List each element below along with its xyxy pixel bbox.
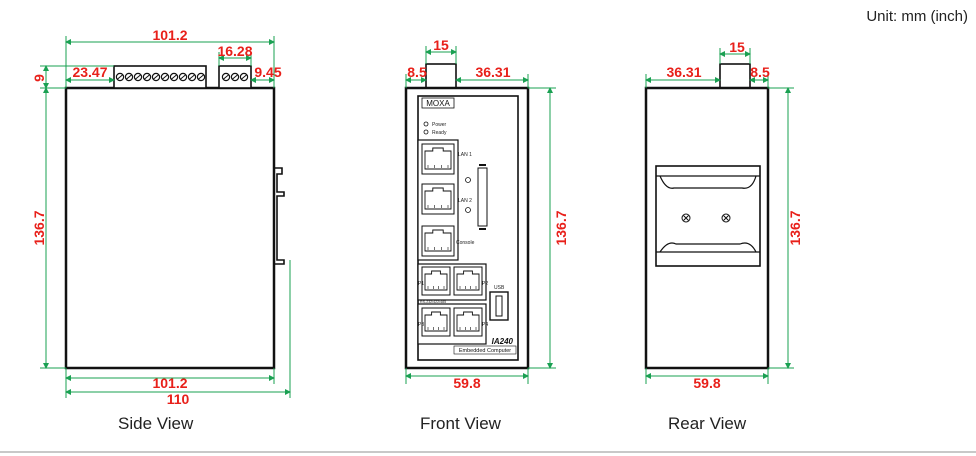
reset-button: [465, 177, 471, 183]
rear-right-offset: 8.5: [750, 64, 770, 80]
side-height: 136.7: [31, 210, 47, 245]
ready-led-label: Ready: [432, 130, 447, 136]
console-label: Console: [456, 240, 475, 246]
side-width-bottom: 101.2: [152, 375, 187, 391]
front-height: 136.7: [553, 210, 569, 245]
rj45-port: [421, 143, 455, 175]
ready-led: [423, 129, 429, 135]
p3-label: P3: [418, 322, 424, 328]
rj45-port: [453, 307, 483, 337]
side-left-offset: 23.47: [72, 64, 107, 80]
front-antenna: [425, 63, 457, 89]
din-rail-bracket: [655, 165, 761, 267]
side-terminal-width: 16.28: [217, 43, 252, 59]
terminal-block-large: [113, 65, 207, 89]
front-width: 59.8: [453, 375, 480, 391]
sd-card-slot: [477, 167, 488, 227]
side-depth-total: 110: [167, 391, 190, 407]
rear-antenna: [719, 63, 751, 89]
front-view-caption: Front View: [420, 414, 501, 433]
usb-label: USB: [494, 285, 505, 291]
model-name: IA240: [492, 337, 514, 346]
front-antenna-width: 15: [433, 37, 449, 53]
terminal-block-small: [218, 65, 252, 89]
bottom-divider: [0, 451, 976, 453]
serial-standard-label: RS-232/422/485: [420, 300, 446, 304]
rear-width: 59.8: [693, 375, 720, 391]
rear-left-offset: 36.31: [666, 64, 701, 80]
lan1-label: LAN 1: [458, 152, 472, 158]
front-left-offset: 8.5: [407, 64, 427, 80]
unit-label: Unit: mm (inch): [866, 8, 968, 25]
front-brand-logo: MOXA: [426, 99, 450, 108]
rj45-port: [421, 225, 455, 257]
front-right-offset: 36.31: [475, 64, 510, 80]
side-view: 101.2 16.28 23.47 9.45 9 136.7 101.2 110: [31, 27, 291, 407]
rear-antenna-width: 15: [729, 39, 745, 55]
power-led: [423, 121, 429, 127]
lan2-label: LAN 2: [458, 198, 472, 204]
rj45-port: [421, 307, 451, 337]
function-button: [465, 207, 471, 213]
rj45-port: [453, 266, 483, 296]
front-view: MOXA Power Ready LAN 1 LAN 2 Console P1 …: [404, 37, 569, 391]
model-subtitle: Embedded Computer: [459, 348, 511, 354]
power-led-label: Power: [432, 122, 447, 128]
rj45-port: [421, 266, 451, 296]
din-rail-clip: [274, 167, 285, 265]
side-body: [64, 86, 276, 370]
p1-label: P1: [418, 281, 424, 287]
p4-label: P4: [482, 322, 488, 328]
side-right-offset: 9.45: [254, 64, 281, 80]
side-view-caption: Side View: [118, 414, 194, 433]
rear-view-caption: Rear View: [668, 414, 747, 433]
rear-height: 136.7: [787, 210, 803, 245]
p2-label: P2: [482, 281, 488, 287]
side-width-top: 101.2: [152, 27, 187, 43]
rear-view: 15 36.31 8.5 136.7 59.8: [644, 39, 803, 391]
rj45-port: [421, 183, 455, 215]
side-top-offset: 9: [31, 74, 47, 82]
